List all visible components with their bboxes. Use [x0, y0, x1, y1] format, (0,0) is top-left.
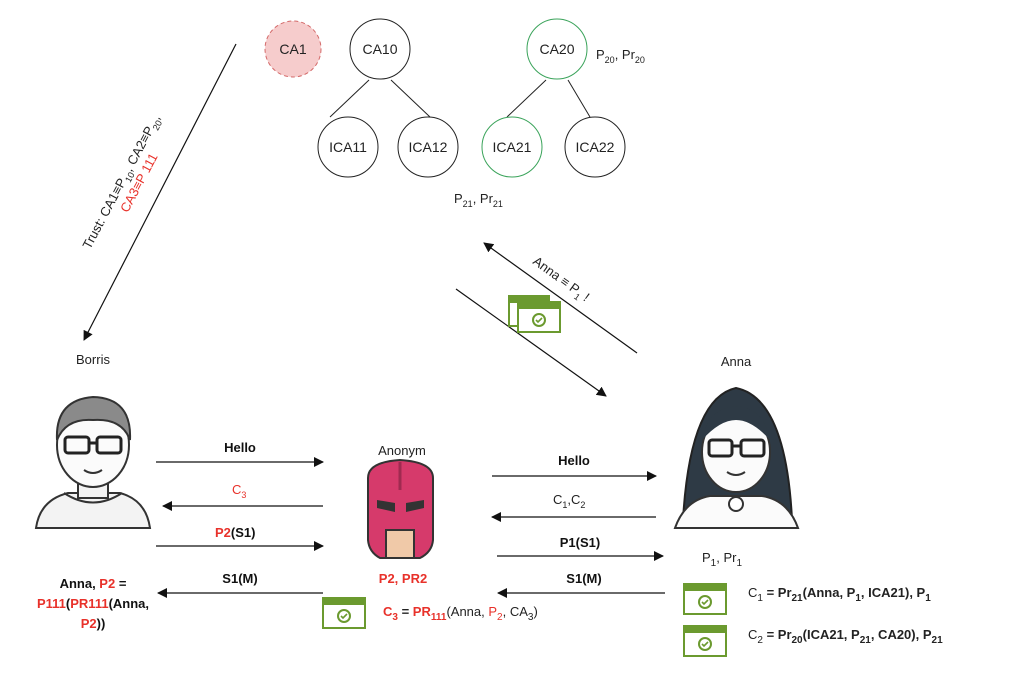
- left-c3-label: C3: [232, 482, 246, 500]
- anonym-name: Anonym: [378, 443, 426, 458]
- ca20-label: CA20: [539, 41, 574, 57]
- ca1-label: CA1: [279, 41, 306, 57]
- c3-formula: C3 = PR111(Anna, P2, CA3): [383, 604, 538, 623]
- ca20-keys: P20, Pr20: [596, 47, 645, 65]
- svg-text:Anna, P2 =: Anna, P2 =: [60, 576, 127, 591]
- right-hello-label: Hello: [558, 453, 590, 468]
- ica21-keys: P21, Pr21: [454, 191, 503, 209]
- right-s1m-label: S1(M): [566, 571, 601, 586]
- ca20-node: [526, 18, 588, 80]
- anna-keys: P1, Pr1: [702, 550, 742, 569]
- left-p2-label: P2(S1): [215, 525, 255, 540]
- anna-name: Anna: [721, 354, 752, 369]
- trust-arrow: [83, 43, 237, 341]
- ica21-label: ICA21: [493, 139, 532, 155]
- svg-text:P111(PR111(Anna,: P111(PR111(Anna,: [37, 596, 149, 611]
- borris-name: Borris: [76, 352, 110, 367]
- left-s1m-label: S1(M): [222, 571, 257, 586]
- c1-formula: C1 = Pr21(Anna, P1, ICA21), P1: [748, 585, 931, 604]
- anna-claim-arrow-down: [455, 288, 607, 397]
- anonym-avatar: [367, 458, 434, 559]
- ca-tree: CA1 CA10 ICA11 ICA12 CA20 ICA21 ICA22 P2…: [264, 18, 645, 209]
- ica12-label: ICA12: [409, 139, 448, 155]
- borris-result: Anna, P2 = P111(PR111(Anna, P2)): [37, 576, 149, 631]
- ica22-label: ICA22: [576, 139, 615, 155]
- c2-formula: C2 = Pr20(ICA21, P21, CA20), P21: [748, 627, 943, 646]
- trust-line1: Trust: CA1≡P10, CA2≡P20,: [79, 112, 165, 253]
- certificate-icon: [683, 625, 727, 657]
- right-c1c2-label: C1,C2: [553, 492, 585, 510]
- ca10-label: CA10: [362, 41, 397, 57]
- certificate-icon: [322, 597, 366, 629]
- certificate-icon: [683, 583, 727, 615]
- ica22-node: [564, 116, 626, 178]
- ica12-node: [397, 116, 459, 178]
- right-p1s1-label: P1(S1): [560, 535, 600, 550]
- ica11-node: [317, 116, 379, 178]
- ica21-node: [481, 116, 543, 178]
- anonym-keys: P2, PR2: [379, 571, 427, 586]
- anna-avatar: [673, 386, 800, 529]
- borris-avatar: [34, 395, 152, 529]
- left-hello-label: Hello: [224, 440, 256, 455]
- ca1-node: [264, 20, 322, 78]
- trust-label: Trust: CA1≡P10, CA2≡P20, CA3≡P 111: [79, 112, 165, 253]
- ica11-label: ICA11: [329, 139, 367, 155]
- anna-claim-arrow-up: [483, 242, 638, 354]
- ca10-node: [349, 18, 411, 80]
- svg-text:P2)): P2)): [81, 616, 106, 631]
- certificate-icon: [517, 301, 561, 333]
